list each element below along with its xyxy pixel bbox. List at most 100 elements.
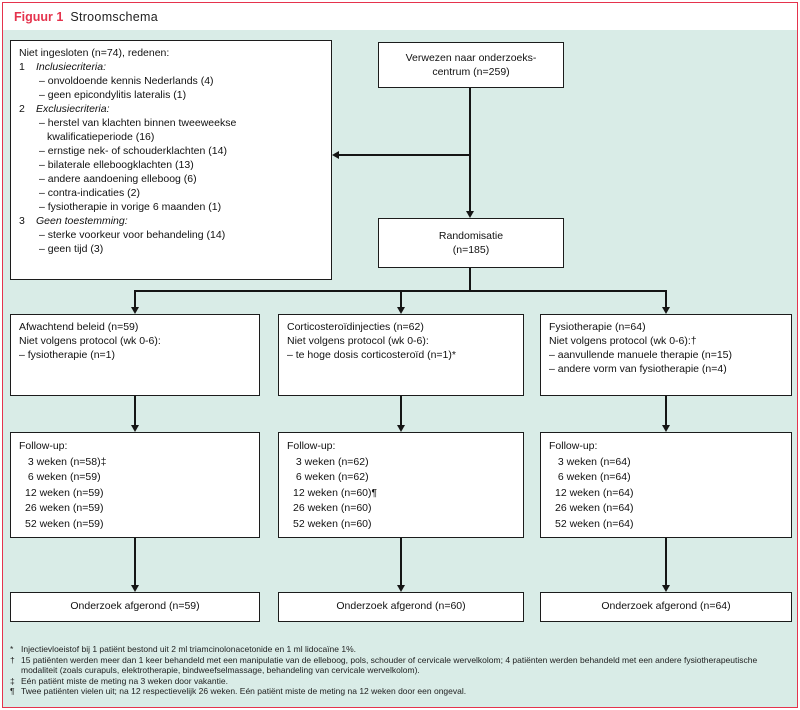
line-drop-arm-2 [400,290,402,308]
randomisation-line: Randomisatie [438,230,504,242]
followup-line: 12 weken (n=59) [25,486,104,499]
reason-group-label: Exclusiecriteria: [36,103,110,115]
arm-text-line: – fysiotherapie (n=1) [19,349,116,361]
arrowhead-into-completed-3 [662,585,670,592]
reason-group-exclusion: 2 Exclusiecriteria: – herstel van klachte… [19,102,323,214]
reason-group-label: Inclusiecriteria: [36,61,107,73]
followup-lines: 3 weken (n=62) 6 weken (n=62)12 weken (n… [287,455,515,533]
figure-title: Stroomschema [70,9,158,24]
line-arm-2-to-followup [400,396,402,426]
arrowhead-into-followup-3 [662,425,670,432]
footnote-text: Injectievloeistof bij 1 patiënt bestond … [21,644,356,654]
arrowhead-into-followup-2 [397,425,405,432]
followup-lines: 3 weken (n=64) 6 weken (n=64)12 weken (n… [549,455,783,533]
reason-item: – herstel van klachten binnen tweeweekse… [39,117,237,143]
box-arm-afwachtend-beleid: Afwachtend beleid (n=59) Niet volgens pro… [10,314,260,396]
followup-line: 52 weken (n=64) [555,517,634,530]
referred-line: centrum (n=259) [432,66,510,78]
arrowhead-into-followup-1 [131,425,139,432]
arm-text-line: Niet volgens protocol (wk 0-6):† [549,335,697,347]
footnote-text: Eén patiënt miste de meting na 3 weken d… [21,675,228,686]
arm-text-line: Afwachtend beleid (n=59) [19,321,139,333]
followup-line: 6 weken (n=64) [555,471,631,483]
reason-item: – geen epicondylitis lateralis (1) [39,89,187,101]
line-drop-arm-1 [134,290,136,308]
arm-text-line: – te hoge dosis corticosteroïd (n=1)* [287,349,456,361]
box-arm-corticosteroidinjecties: Corticosteroïdinjecties (n=62) Niet volge… [278,314,524,396]
footnote-row: ¶ Twee patiënten vielen uit; na 12 respe… [10,686,792,697]
line-branch-to-not-included [337,154,470,156]
arrowhead-into-randomisation [466,211,474,218]
arm-text-line: Corticosteroïdinjecties (n=62) [287,321,424,333]
footnote-row: † 15 patiënten werden meer dan 1 keer be… [10,655,792,676]
line-followup-1-to-completed [134,538,136,586]
reason-group-inclusion: 1 Inclusiecriteria: – onvoldoende kennis … [19,60,323,102]
arm-text-line: Fysiotherapie (n=64) [549,321,646,333]
followup-title: Follow-up: [19,440,68,452]
reason-item: – ernstige nek- of schouderklachten (14) [39,145,227,157]
footnote-row: * Injectievloeistof bij 1 patiënt beston… [10,644,792,655]
arrowhead-into-arm-1 [131,307,139,314]
line-followup-3-to-completed [665,538,667,586]
followup-lines: 3 weken (n=58)‡ 6 weken (n=59) 12 weken (… [19,455,251,533]
footnote-row: ‡ Eén patiënt miste de meting na 3 weken… [10,676,792,687]
followup-line: 6 weken (n=59) [25,471,101,483]
box-followup-afwachtend-beleid: Follow-up: 3 weken (n=58)‡ 6 weken (n=59… [10,432,260,538]
box-arm-fysiotherapie: Fysiotherapie (n=64) Niet volgens protoco… [540,314,792,396]
reason-item: – fysiotherapie in vorige 6 maanden (1) [39,201,222,213]
followup-line: 26 weken (n=64) [555,502,634,514]
line-referred-to-randomisation [469,88,471,212]
reason-item: – sterke voorkeur voor behandeling (14) [39,229,226,241]
arm-text-line: Niet volgens protocol (wk 0-6): [19,335,161,347]
box-followup-corticosteroidinjecties: Follow-up: 3 weken (n=62) 6 weken (n=62)… [278,432,524,538]
line-randomisation-stem [469,268,471,292]
followup-line: 12 weken (n=64) [555,486,634,499]
figure-number-label: Figuur 1 [14,9,64,24]
reason-group-items: – herstel van klachten binnen tweeweekse… [19,116,323,214]
arrowhead-into-completed-1 [131,585,139,592]
arm-text-line: Niet volgens protocol (wk 0-6): [287,335,429,347]
randomisation-line: (n=185) [452,244,490,256]
footnote-text: Twee patiënten vielen uit; na 12 respect… [21,686,467,696]
reason-group-number: 2 [19,103,25,115]
followup-line: 3 weken (n=58)‡ [25,455,107,468]
arrowhead-into-completed-2 [397,585,405,592]
reason-item: – andere aandoening elleboog (6) [39,173,197,185]
arrowhead-into-arm-3 [662,307,670,314]
followup-line: 6 weken (n=62) [293,471,369,483]
figure-header: Figuur 1 Stroomschema [3,3,797,30]
footnotes: * Injectievloeistof bij 1 patiënt beston… [10,644,792,697]
followup-line: 52 weken (n=60) [293,517,372,530]
box-referred: Verwezen naar onderzoeks-centrum (n=259) [378,42,564,88]
arm-text-line: – andere vorm van fysiotherapie (n=4) [549,363,727,375]
reason-group-label: Geen toestemming: [36,215,128,227]
followup-line: 26 weken (n=60) [293,502,372,514]
box-not-included: Niet ingesloten (n=74), redenen: 1 Inclus… [10,40,332,280]
line-followup-2-to-completed [400,538,402,586]
reason-group-number: 1 [19,61,25,73]
reason-item: – onvoldoende kennis Nederlands (4) [39,75,214,87]
box-completed-fysiotherapie: Onderzoek afgerond (n=64) [540,592,792,622]
line-arm-1-to-followup [134,396,136,426]
followup-title: Follow-up: [287,440,336,452]
reason-item: – bilaterale elleboogklachten (13) [39,159,194,171]
reason-group-items: – onvoldoende kennis Nederlands (4) – gee… [19,74,323,102]
followup-title: Follow-up: [549,440,598,452]
box-randomisation: Randomisatie (n=185) [378,218,564,268]
reason-item: – geen tijd (3) [39,243,104,255]
followup-line: 52 weken (n=59) [25,517,104,530]
box-followup-fysiotherapie: Follow-up: 3 weken (n=64) 6 weken (n=64)… [540,432,792,538]
followup-line: 3 weken (n=62) [293,455,369,468]
reason-group-heading: 1 Inclusiecriteria: [19,60,323,74]
arrowhead-into-arm-2 [397,307,405,314]
followup-line: 26 weken (n=59) [25,502,104,514]
not-included-title: Niet ingesloten (n=74), redenen: [19,47,170,59]
line-drop-arm-3 [665,290,667,308]
arm-text-line: – aanvullende manuele therapie (n=15) [549,349,733,361]
reason-item: – contra-indicaties (2) [39,187,140,199]
footnote-text: 15 patiënten werden meer dan 1 keer beha… [21,654,758,676]
footnote-symbol: ¶ [10,686,15,696]
